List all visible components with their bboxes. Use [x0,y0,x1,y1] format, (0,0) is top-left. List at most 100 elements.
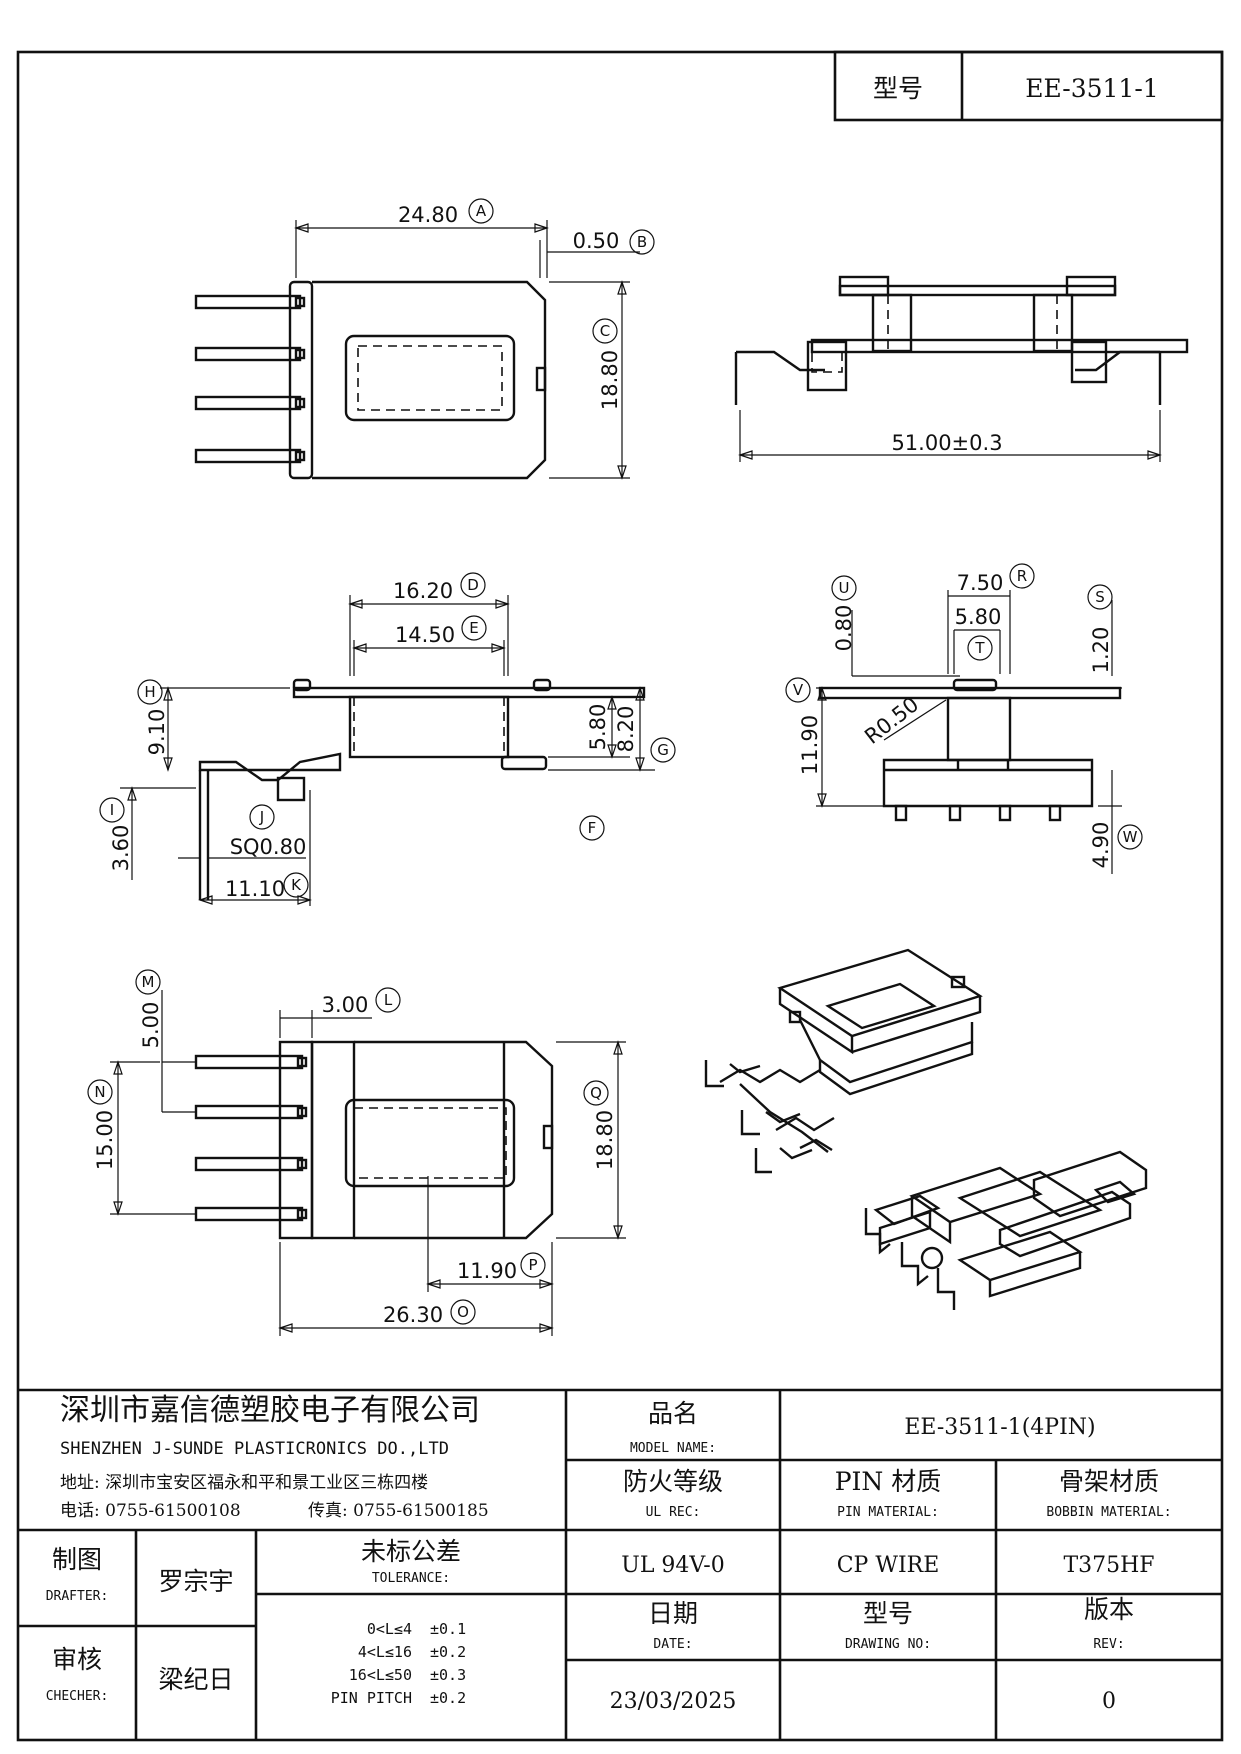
tolerance-label-cn: 未标公差 [361,1537,461,1566]
dim-L-letter: L [384,991,393,1009]
bobbin-material-value: T375HF [1063,1553,1154,1578]
dim-A-marker [468,198,494,224]
model-name-value: EE-3511-1(4PIN) [904,1415,1095,1440]
dim-L-marker [375,987,401,1013]
dim-O-letter: O [457,1303,469,1321]
dim-U-marker [831,575,857,601]
dim-C-marker [592,318,618,344]
ul-rec-label-cn: 防火等级 [623,1467,723,1496]
tolerance-label-en: TOLERANCE: [372,1571,450,1586]
dim-F-letter: F [588,819,597,837]
rev-label-cn: 版本 [1084,1595,1134,1624]
dim-K-value: 11.10 [225,877,285,901]
dim-V-letter: V [793,681,804,699]
model-name-label-cn: 品名 [648,1399,698,1428]
dim-S-letter: S [1095,588,1105,606]
dim-C-letter: C [600,322,610,340]
dim-W-letter: W [1123,828,1138,846]
date-label-cn: 日期 [648,1599,698,1628]
title-block: 深圳市嘉信德塑胶电子有限公司 SHENZHEN J-SUNDE PLASTICR… [18,1388,1222,1740]
dim-O-value: 26.30 [383,1303,443,1327]
dim-D-value: 16.20 [393,579,453,603]
isometric-view-bottom [864,1150,1148,1310]
dim-F-marker [579,815,605,841]
tolerance-value-1: ±0.1 [430,1620,466,1638]
dim-F-value: 5.80 [586,704,610,751]
company-name-cn: 深圳市嘉信德塑胶电子有限公司 [60,1393,480,1428]
dim-P-letter: P [528,1256,537,1274]
checker-name: 梁纪日 [158,1665,233,1694]
rev-label-en: REV: [1093,1637,1124,1652]
bottom-view-pins [194,1054,308,1222]
dim-H-letter: H [144,683,155,701]
pin-material-label-cn: PIN 材质 [835,1467,942,1496]
dim-I-marker [99,797,125,823]
tolerance-range-4: PIN PITCH [331,1689,412,1707]
bottom-view: 3.00 L 5.00 M 15.00 N 18.80 Q 11.90 P 26… [87,969,626,1336]
dim-B-value: 0.50 [573,229,620,253]
dim-N-marker [87,1079,113,1105]
dim-G-letter: G [657,741,669,759]
dim-E-letter: E [469,619,478,637]
header-model-value: EE-3511-1 [1025,74,1158,103]
dim-T-letter: T [974,639,985,657]
company-phone: 电话: 0755-61500108 [60,1501,241,1521]
dim-H-value: 9.10 [145,709,169,756]
dim-V-value: 11.90 [798,715,822,775]
dim-K-letter: K [291,876,302,894]
date-value: 23/03/2025 [610,1689,737,1714]
dim-K-marker [283,872,309,898]
dim-I-value: 3.60 [109,825,133,872]
header-model-box: 型号 EE-3511-1 [833,50,1224,122]
company-fax: 传真: 0755-61500185 [308,1501,489,1521]
dim-M-marker [135,969,161,995]
dim-R-letter: R [1017,567,1027,585]
dim-T-marker [967,635,993,661]
drafter-label-cn: 制图 [52,1545,102,1574]
dim-S-value: 1.20 [1089,627,1113,674]
ul-rec-value: UL 94V-0 [621,1553,724,1578]
isometric-view-top [704,948,983,1174]
side-view: 16.20 D 14.50 E 9.10 H 5.80 8.20 G F 3.6… [99,572,676,906]
dim-J-marker [249,804,275,830]
dim-B-letter: B [637,233,647,251]
drafter-name: 罗宗宇 [158,1567,233,1596]
company-name-en: SHENZHEN J-SUNDE PLASTICRONICS DO.,LTD [60,1439,449,1459]
model-name-label-en: MODEL NAME: [630,1441,716,1456]
dim-Q-value: 18.80 [593,1110,617,1170]
dim-N-letter: N [94,1083,105,1101]
dim-Q-letter: Q [590,1084,602,1102]
dim-L-value: 3.00 [322,993,369,1017]
dim-M-letter: M [142,973,155,991]
dim-B-marker [629,229,655,255]
dim-T-value: 5.80 [955,605,1002,629]
dim-J-letter: J [259,808,264,826]
dim-E-marker [461,615,487,641]
dim-G-value: 8.20 [614,706,638,753]
dim-D-letter: D [467,576,479,594]
dim-span-value: 51.00±0.3 [891,431,1002,455]
checker-label-cn: 审核 [52,1645,102,1674]
dim-G-marker [650,737,676,763]
dim-R-marker [1009,563,1035,589]
dim-D-marker [460,572,486,598]
dim-C-value: 18.80 [598,350,622,410]
top-view-pins [194,294,306,464]
dim-I-letter: I [110,801,114,819]
top-view: 24.80 A 0.50 B 18.80 C [194,198,655,480]
ul-rec-label-en: UL REC: [646,1505,701,1520]
dim-W-value: 4.90 [1089,822,1113,869]
bobbin-material-label-en: BOBBIN MATERIAL: [1046,1505,1171,1520]
tolerance-range-1: 0<L≤4 [367,1620,412,1638]
dim-M-value: 5.00 [139,1002,163,1049]
dim-J-value: SQ0.80 [230,835,307,859]
tolerance-value-3: ±0.3 [430,1666,466,1684]
dim-H-marker [137,679,163,705]
dim-S-marker [1087,584,1113,610]
pin-material-value: CP WIRE [837,1553,940,1578]
pin-material-label-en: PIN MATERIAL: [837,1505,939,1520]
dim-N-value: 15.00 [93,1110,117,1170]
dim-P-marker [520,1252,546,1278]
date-label-en: DATE: [653,1637,692,1652]
